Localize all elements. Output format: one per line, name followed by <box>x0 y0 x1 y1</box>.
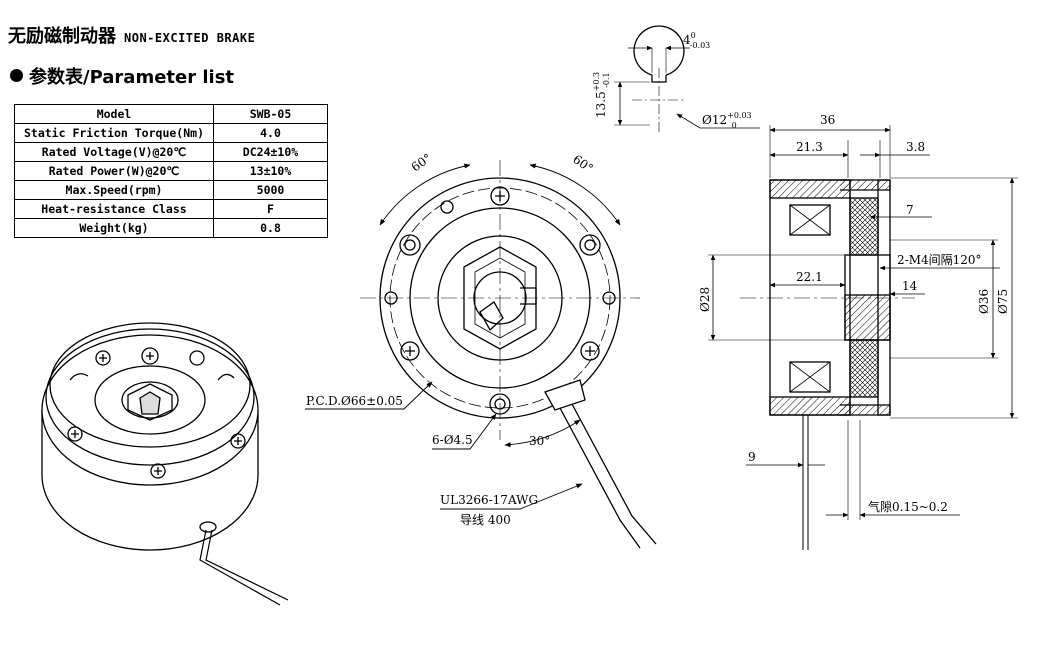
d75-label: Ø75 <box>996 289 1010 314</box>
parameter-heading-text: 参数表/Parameter list <box>29 67 235 88</box>
air-gap-label: 气隙0.15~0.2 <box>868 499 948 514</box>
angle-left-label: 60° <box>409 151 434 175</box>
page-title: 无励磁制动器 NON-EXCITED BRAKE <box>8 22 255 48</box>
param-value: 0.8 <box>213 218 328 238</box>
front-view <box>305 160 657 549</box>
angle-right-label: 60° <box>570 152 595 176</box>
isometric-view <box>41 322 289 606</box>
cable-spec-label: UL3266-17AWG <box>440 493 538 507</box>
title-english: NON-EXCITED BRAKE <box>124 31 256 45</box>
bore-depth-label: 22.1 <box>796 270 823 284</box>
cable-length-label: 导线 400 <box>460 513 511 527</box>
holes-label: 6-Ø4.5 <box>432 433 473 447</box>
dim-14-label: 14 <box>902 279 918 293</box>
side-section-view <box>708 125 1018 550</box>
key-width-label: 40-0.03 <box>683 31 710 50</box>
bullet-icon <box>10 69 23 82</box>
angle-bottom-label: 30° <box>529 434 550 448</box>
thread-label: 2-M4间隔120° <box>897 253 982 267</box>
param-value: DC24±10% <box>213 142 328 162</box>
dim-7-label: 7 <box>906 203 914 217</box>
shaft-detail-view <box>614 25 760 132</box>
param-key: Heat-resistance Class <box>14 199 214 219</box>
table-row: Static Friction Torque(Nm)4.0 <box>14 123 328 143</box>
param-key: Weight(kg) <box>14 218 214 238</box>
total-length-label: 36 <box>820 113 835 127</box>
key-depth-label: 13.5+0.3-0.1 <box>592 72 611 118</box>
length-a-label: 21.3 <box>796 140 823 154</box>
parameter-heading: 参数表/Parameter list <box>10 63 234 89</box>
table-row: Weight(kg)0.8 <box>14 218 328 238</box>
pcd-label: P.C.D.Ø66±0.05 <box>306 394 403 408</box>
param-key: Static Friction Torque(Nm) <box>14 123 214 143</box>
title-chinese: 无励磁制动器 <box>8 26 116 47</box>
d28-label: Ø28 <box>698 287 712 312</box>
param-key: Model <box>14 104 214 124</box>
param-key: Rated Power(W)@20℃ <box>14 161 214 181</box>
dim-9-label: 9 <box>748 450 756 464</box>
d36-label: Ø36 <box>977 289 991 314</box>
length-b-label: 3.8 <box>906 140 925 154</box>
